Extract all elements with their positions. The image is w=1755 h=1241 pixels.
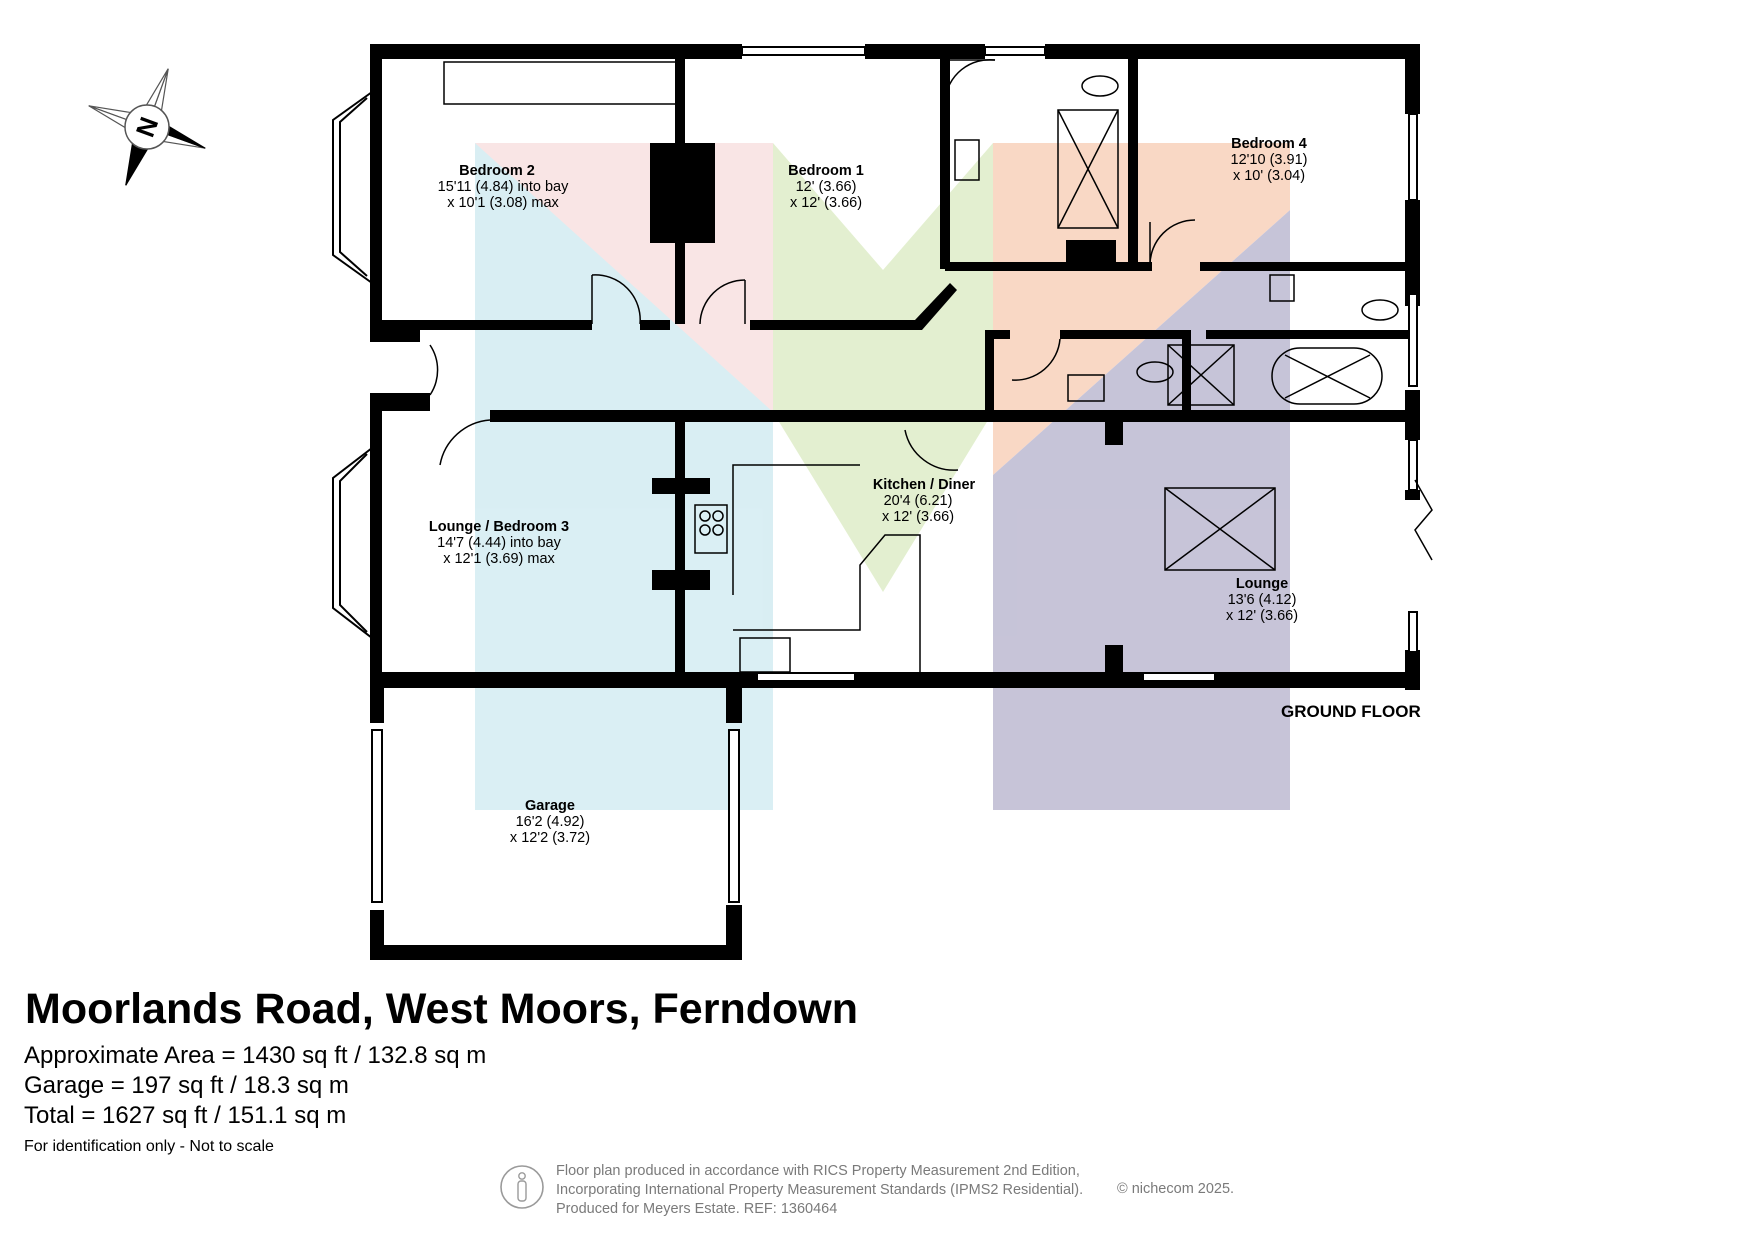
floor-label: GROUND FLOOR [1281,702,1421,721]
overlay-green [773,143,993,592]
room-dim2-lounge-bedroom3: x 12'1 (3.69) max [443,551,555,567]
footer-copyright: © nichecom 2025. [1117,1181,1235,1197]
room-dim1-lounge-bedroom3: 14'7 (4.44) into bay [437,535,561,551]
room-dim1-bedroom1: 12' (3.66) [796,179,857,195]
footer-line-3: Produced for Meyers Estate. REF: 1360464 [556,1201,838,1217]
room-dim2-bedroom2: x 10'1 (3.08) max [447,195,559,211]
property-title: Moorlands Road, West Moors, Ferndown [25,985,858,1033]
overlay-purple [993,210,1290,810]
room-dim1-garage: 16'2 (4.92) [516,814,585,830]
room-name-lounge: Lounge [1236,576,1288,592]
bay-windows [332,46,1418,903]
walls [370,44,1420,960]
fixtures [429,58,1433,673]
room-name-kitchen: Kitchen / Diner [873,477,976,493]
room-dim1-lounge: 13'6 (4.12) [1228,592,1297,608]
room-dim2-lounge: x 12' (3.66) [1226,608,1298,624]
room-dim2-garage: x 12'2 (3.72) [510,830,590,846]
room-name-lounge-bedroom3: Lounge / Bedroom 3 [429,519,569,535]
room-name-bedroom1: Bedroom 1 [788,163,864,179]
scale-note: For identification only - Not to scale [24,1138,274,1155]
north-compass-icon: N [88,68,206,186]
room-dim1-bedroom4: 12'10 (3.91) [1231,152,1308,168]
room-name-bedroom4: Bedroom 4 [1231,136,1307,152]
room-dim2-bedroom1: x 12' (3.66) [790,195,862,211]
room-name-garage: Garage [525,798,575,814]
room-dim2-bedroom4: x 10' (3.04) [1233,168,1305,184]
footer-line-1: Floor plan produced in accordance with R… [556,1163,1080,1179]
footer-text: Floor plan produced in accordance with R… [556,1162,1083,1219]
room-name-bedroom2: Bedroom 2 [459,163,535,179]
room-dim1-bedroom2: 15'11 (4.84) into bay [438,179,569,195]
approximate-area: Approximate Area = 1430 sq ft / 132.8 sq… [24,1042,487,1069]
room-labels: Bedroom 2 15'11 (4.84) into bay x 10'1 (… [429,136,1421,846]
total-area: Total = 1627 sq ft / 151.1 sq m [24,1102,347,1129]
room-dim2-kitchen: x 12' (3.66) [882,509,954,525]
person-icon [500,1165,544,1209]
footer-line-2: Incorporating International Property Mea… [556,1182,1084,1198]
room-dim1-kitchen: 20'4 (6.21) [884,493,953,509]
garage-area: Garage = 197 sq ft / 18.3 sq m [24,1072,349,1099]
overlay-blue [475,143,773,810]
